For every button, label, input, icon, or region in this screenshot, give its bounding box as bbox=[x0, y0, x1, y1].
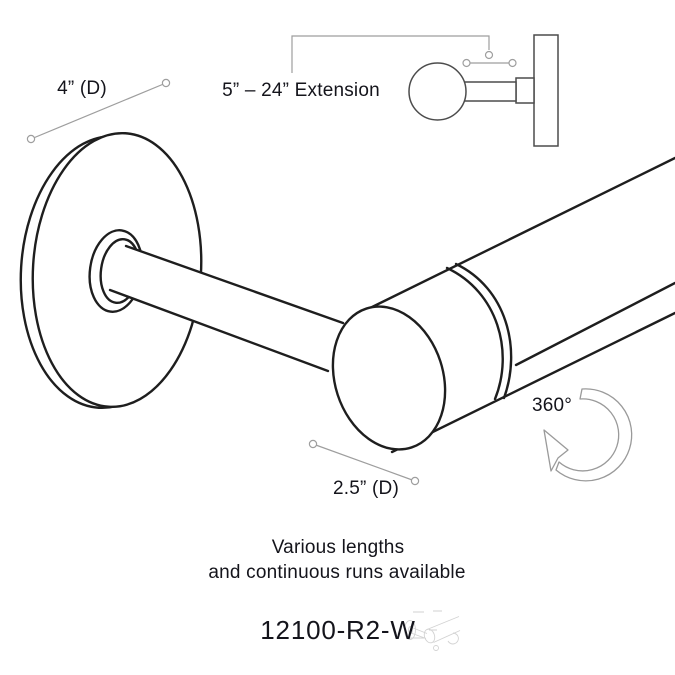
flange-diameter-label: 4” (D) bbox=[57, 78, 107, 99]
joint-seam bbox=[445, 262, 513, 401]
bar-end-cap bbox=[331, 305, 447, 451]
availability-note-line1: Various lengths bbox=[271, 537, 405, 558]
availability-note-line2: and continuous runs available bbox=[208, 562, 466, 583]
extension-dimension-line bbox=[462, 58, 517, 68]
support-rod bbox=[108, 244, 345, 373]
leader-dot-icon bbox=[26, 134, 36, 144]
leader-dot-icon bbox=[462, 58, 471, 68]
flange-diameter-leader-line bbox=[26, 78, 171, 144]
side-view-ball bbox=[408, 62, 467, 121]
bar-diameter-leader-line bbox=[308, 439, 420, 486]
leader-dot-icon bbox=[410, 476, 420, 486]
product-code: 12100-R2-W bbox=[260, 615, 416, 645]
side-view-arm bbox=[461, 81, 517, 102]
rotation-arrow-icon bbox=[543, 388, 633, 482]
extension-side-view bbox=[408, 34, 559, 147]
bar-inner-silhouette bbox=[514, 281, 675, 367]
bar-cylinder bbox=[331, 156, 675, 454]
side-view-collar bbox=[515, 77, 535, 104]
leader-dot-icon bbox=[508, 58, 517, 68]
bar-diameter-label: 2.5” (D) bbox=[333, 478, 399, 499]
extension-bracket bbox=[291, 35, 494, 73]
watermark-thumbnail bbox=[404, 610, 461, 651]
bar-bottom-silhouette bbox=[390, 311, 675, 454]
rotation-label: 360° bbox=[531, 395, 573, 416]
leader-dot-icon bbox=[161, 78, 171, 88]
leader-dot-icon bbox=[484, 50, 494, 60]
bar-top-silhouette bbox=[364, 156, 675, 312]
side-view-wall-plate bbox=[533, 34, 559, 147]
leader-dot-icon bbox=[308, 439, 318, 449]
extension-range-label: 5” – 24” Extension bbox=[222, 80, 380, 101]
